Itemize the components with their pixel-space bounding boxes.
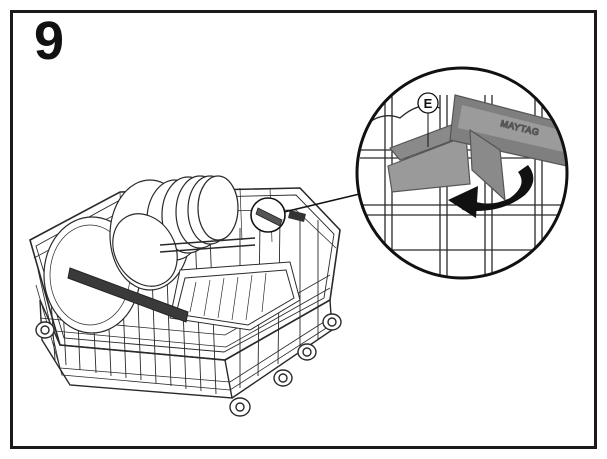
detail-indicator-circle xyxy=(250,197,306,233)
curved-arrow-icon xyxy=(448,165,534,218)
rack-clip-part: MAYTAG xyxy=(387,94,567,202)
label-e: E xyxy=(424,96,433,111)
step-number: 9 xyxy=(34,11,64,71)
label-e-callout: E xyxy=(417,92,439,147)
rack-wheels xyxy=(35,313,342,417)
rack-handle xyxy=(67,267,189,323)
plates xyxy=(43,175,239,334)
callout-leader-line xyxy=(283,191,369,213)
zoom-detail: MAYTAG E xyxy=(355,66,569,280)
